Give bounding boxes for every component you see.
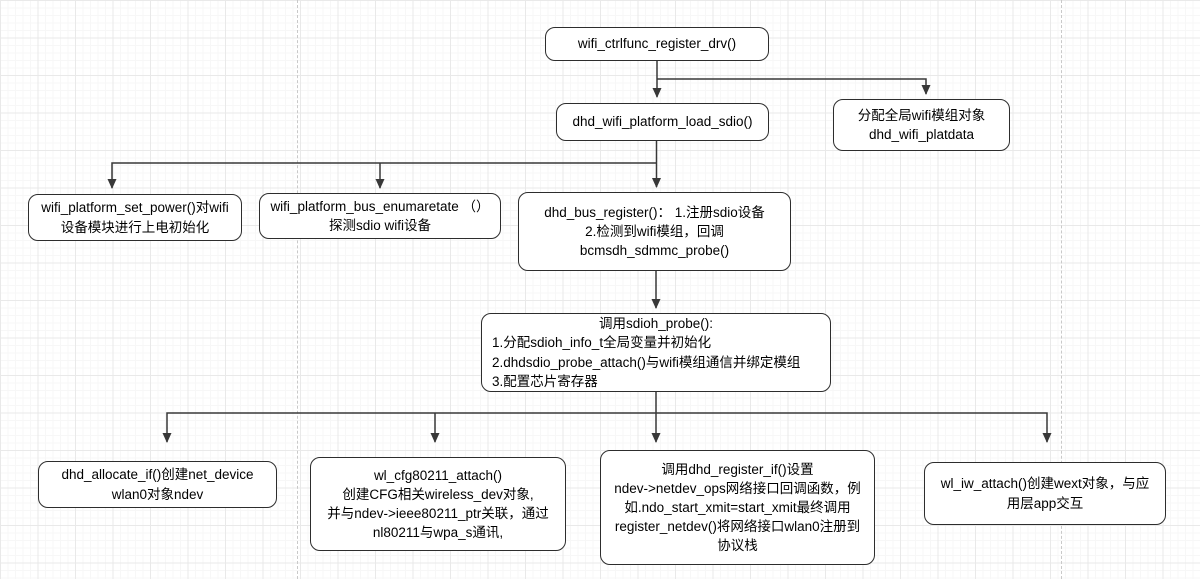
- edge-drv-to-platdata: [657, 78, 931, 95]
- node-wifi-platform-set-power: wifi_platform_set_power()对wifi 设备模块进行上电初…: [28, 194, 242, 241]
- node-dhd-wifi-platdata: 分配全局wifi模组对象 dhd_wifi_platdata: [833, 99, 1010, 151]
- edge-loadsdio-to-setpower: [107, 162, 657, 189]
- node-dhd-wifi-platform-load-sdio: dhd_wifi_platform_load_sdio(): [556, 103, 769, 141]
- node-sdioh-probe: 调用sdioh_probe(): 1.分配sdioh_info_t全局变量并初始…: [481, 313, 831, 392]
- node-dhd-bus-register: dhd_bus_register()： 1.注册sdio设备 2.检测到wifi…: [518, 192, 791, 271]
- node-sdioh-probe-title: 调用sdioh_probe():: [598, 316, 714, 332]
- node-dhd-register-if: 调用dhd_register_if()设置 ndev->netdev_ops网络…: [600, 450, 875, 565]
- page-break-line: [297, 0, 298, 579]
- node-wifi-ctrlfunc-register-drv: wifi_ctrlfunc_register_drv(): [545, 27, 769, 61]
- edge-sdiohprobe-to-allocateif: [162, 412, 656, 443]
- node-wl-cfg80211-attach: wl_cfg80211_attach() 创建CFG相关wireless_dev…: [310, 457, 566, 551]
- node-sdioh-probe-body: 1.分配sdioh_info_t全局变量并初始化 2.dhdsdio_probe…: [492, 335, 801, 389]
- node-wifi-platform-bus-enumaretate: wifi_platform_bus_enumaretate （） 探测sdio …: [259, 193, 501, 239]
- page-break-line: [1061, 0, 1062, 579]
- node-wl-iw-attach: wl_iw_attach()创建wext对象，与应 用层app交互: [924, 462, 1166, 525]
- edge-sdiohprobe-to-iwattach: [656, 412, 1052, 443]
- node-dhd-allocate-if: dhd_allocate_if()创建net_device wlan0对象nde…: [38, 461, 277, 508]
